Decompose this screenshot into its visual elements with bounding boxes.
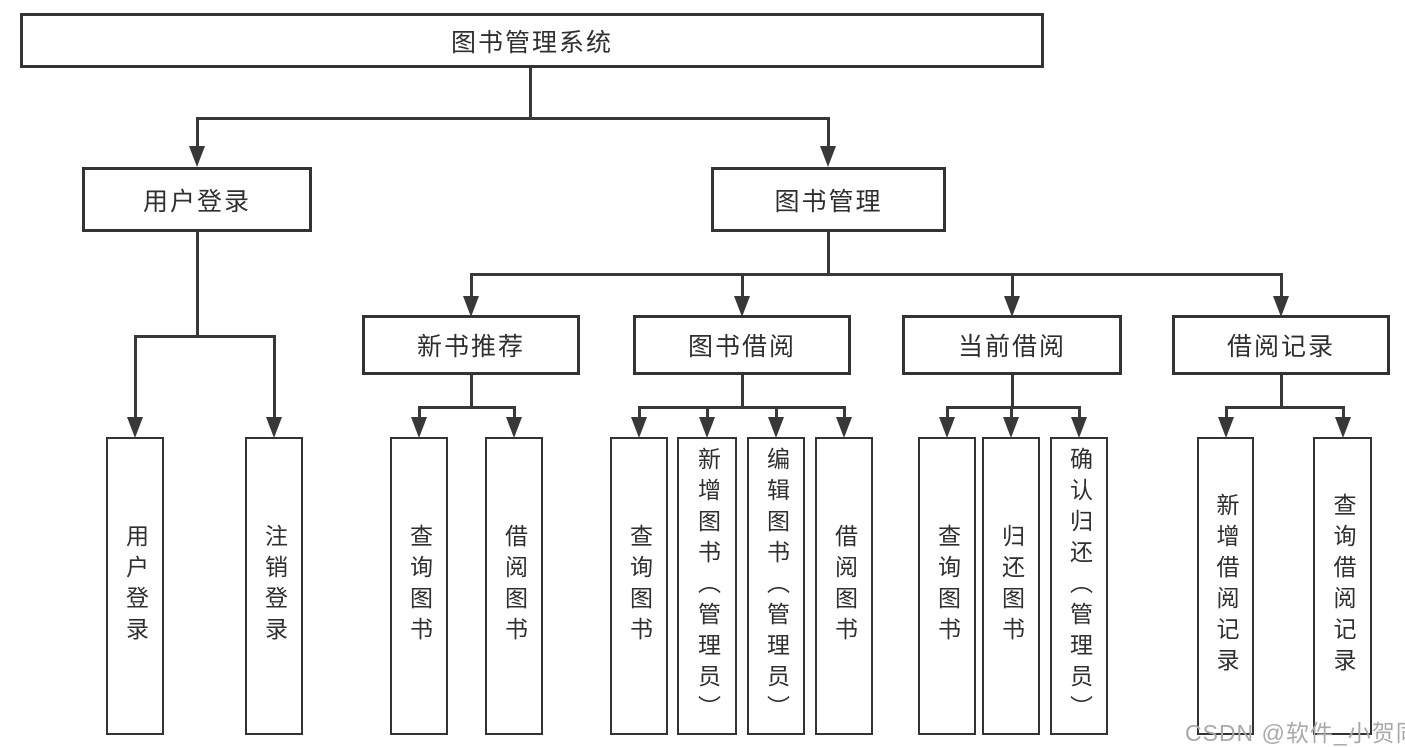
connector-line: [1341, 406, 1345, 420]
connector-line: [740, 375, 744, 409]
leaf-label: 查询图书: [934, 524, 961, 648]
connector-line: [826, 232, 830, 276]
arrow-down-icon: [463, 296, 479, 317]
leaf-query-books: 查询图书: [610, 437, 668, 735]
node-label: 当前借阅: [957, 333, 1066, 361]
leaf-user-login: 用户登录: [106, 437, 164, 735]
node-borrowing-records: 借阅记录: [1172, 315, 1390, 375]
node-label: 用户登录: [142, 187, 251, 216]
connector-line: [195, 232, 199, 338]
connector-line: [195, 117, 199, 149]
node-new-book-recommendation: 新书推荐: [362, 315, 580, 375]
arrow-down-icon: [836, 417, 852, 438]
connector-line: [705, 406, 709, 420]
node-label: 借阅记录: [1226, 333, 1335, 361]
arrow-down-icon: [768, 417, 784, 438]
leaf-edit-books-admin: 编辑图书（管理员）: [747, 437, 805, 735]
leaf-label: 新增图书（管理员）: [694, 446, 721, 726]
leaf-borrow-books: 借阅图书: [815, 437, 873, 735]
arrow-down-icon: [631, 417, 647, 438]
leaf-add-borrow-record: 新增借阅记录: [1197, 437, 1254, 735]
node-current-borrowing: 当前借阅: [902, 315, 1122, 375]
leaf-label: 编辑图书（管理员）: [763, 446, 790, 726]
node-label: 图书管理系统: [450, 28, 613, 57]
leaf-label: 查询图书: [406, 524, 433, 648]
leaf-query-books: 查询图书: [390, 437, 448, 735]
connector-line: [1010, 375, 1014, 409]
arrow-down-icon: [1003, 417, 1019, 438]
connector-line: [195, 117, 830, 120]
connector-line: [826, 117, 830, 149]
connector-line: [417, 406, 516, 409]
connector-line: [637, 406, 846, 409]
node-user-login: 用户登录: [82, 167, 312, 232]
connector-line: [133, 335, 276, 338]
connector-line: [842, 406, 846, 420]
arrow-down-icon: [699, 417, 715, 438]
arrow-down-icon: [127, 417, 143, 438]
connector-line: [1010, 273, 1014, 298]
connector-line: [417, 406, 421, 420]
leaf-label: 用户登录: [122, 524, 149, 648]
leaf-logout: 注销登录: [245, 437, 303, 735]
connector-line: [133, 335, 137, 420]
connector-line: [529, 68, 532, 119]
node-book-management: 图书管理: [711, 167, 946, 232]
connector-line: [1009, 406, 1013, 420]
connector-line: [1279, 375, 1283, 409]
connector-line: [512, 406, 516, 420]
arrow-down-icon: [734, 296, 750, 317]
arrow-down-icon: [411, 417, 427, 438]
leaf-label: 查询借阅记录: [1330, 493, 1356, 679]
connector-line: [1279, 273, 1283, 298]
arrow-down-icon: [1335, 417, 1351, 438]
connector-line: [1224, 406, 1344, 409]
leaf-return-books: 归还图书: [982, 437, 1040, 735]
arrow-down-icon: [820, 146, 836, 167]
leaf-label: 查询图书: [626, 524, 653, 648]
leaf-query-borrow-record: 查询借阅记录: [1313, 437, 1372, 735]
connector-line: [469, 375, 473, 409]
connector-line: [945, 406, 949, 420]
leaf-label: 注销登录: [261, 524, 288, 648]
leaf-label: 归还图书: [998, 524, 1025, 648]
csdn-watermark: CSDN @软件_小贺同学: [1185, 720, 1405, 746]
leaf-label: 借阅图书: [501, 524, 528, 648]
connector-line: [1224, 406, 1228, 420]
leaf-borrow-books: 借阅图书: [485, 437, 543, 735]
arrow-down-icon: [1218, 417, 1234, 438]
leaf-query-books: 查询图书: [918, 437, 976, 735]
arrow-down-icon: [939, 417, 955, 438]
node-label: 图书借阅: [687, 333, 796, 361]
connector-line: [637, 406, 641, 420]
connector-line: [740, 273, 744, 298]
connector-line: [1077, 406, 1081, 420]
leaf-add-books-admin: 新增图书（管理员）: [677, 437, 737, 735]
connector-line: [272, 335, 276, 420]
arrow-down-icon: [506, 417, 522, 438]
arrow-down-icon: [1273, 296, 1289, 317]
node-label: 新书推荐: [416, 333, 525, 361]
arrow-down-icon: [1071, 417, 1087, 438]
arrow-down-icon: [189, 146, 205, 167]
node-book-borrowing: 图书借阅: [633, 315, 851, 375]
arrow-down-icon: [1004, 296, 1020, 317]
leaf-confirm-return-admin: 确认归还（管理员）: [1050, 437, 1108, 735]
node-library-management-system: 图书管理系统: [20, 13, 1044, 68]
leaf-label: 借阅图书: [831, 524, 858, 648]
connector-line: [945, 406, 1081, 409]
arrow-down-icon: [266, 417, 282, 438]
connector-line: [469, 273, 473, 298]
connector-line: [469, 273, 1283, 276]
node-label: 图书管理: [774, 187, 883, 216]
leaf-label: 新增借阅记录: [1213, 493, 1239, 679]
connector-line: [774, 406, 778, 420]
leaf-label: 确认归还（管理员）: [1066, 446, 1093, 726]
